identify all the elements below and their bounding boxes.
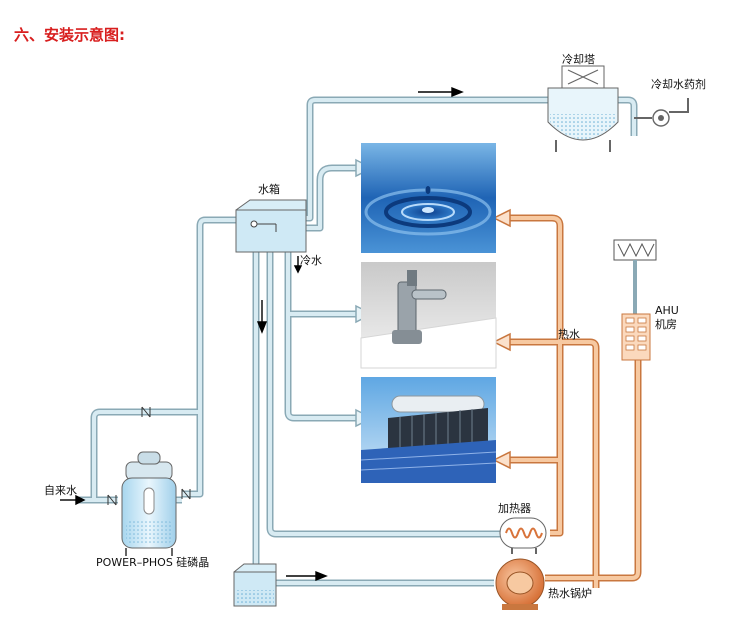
hot-water-pipes	[505, 214, 642, 588]
hot-flow-arrows	[492, 208, 511, 470]
diagram-title: 六、安装示意图:	[14, 26, 125, 44]
water-tank: 水箱	[235, 182, 307, 253]
water-tank-label: 水箱	[258, 182, 280, 196]
solar-heater-image	[360, 377, 497, 483]
ahu-unit: AHU 机房	[613, 239, 679, 361]
heater-label: 加热器	[498, 502, 531, 515]
power-phos-filter: POWER–PHOS 硅磷晶	[96, 451, 209, 569]
hot-water-boiler: 热水锅炉	[495, 558, 592, 610]
ahu-label-1: AHU	[655, 304, 679, 317]
heater: 加热器	[498, 502, 547, 554]
chemical-dosing: 冷却水药剂	[634, 77, 706, 127]
faucet-image	[360, 262, 497, 369]
tap-water-label: 自来水	[44, 484, 77, 497]
water-drop-image	[361, 143, 496, 253]
cold-water-pipes	[78, 96, 638, 587]
cooling-tower: 冷却塔	[547, 53, 619, 152]
black-flow-arrows	[60, 86, 464, 582]
boiler-label: 热水锅炉	[548, 587, 592, 600]
hot-water-label: 热水	[558, 328, 580, 341]
valves	[107, 406, 191, 506]
cold-water-label: 冷水	[300, 254, 322, 267]
filter-label: POWER–PHOS 硅磷晶	[96, 556, 209, 569]
ahu-label-2: 机房	[655, 317, 677, 331]
small-storage-tank	[233, 563, 277, 607]
cooling-chemical-label: 冷却水药剂	[651, 77, 706, 91]
cooling-tower-label: 冷却塔	[562, 53, 595, 66]
